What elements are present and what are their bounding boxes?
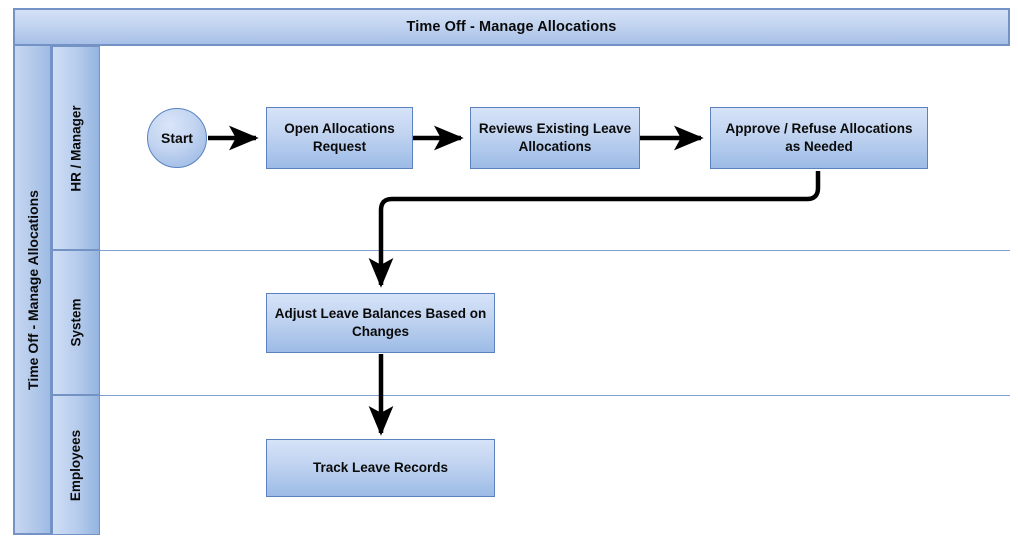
node-approve-refuse-allocations[interactable]: Approve / Refuse Allocations as Needed [710,107,928,169]
node-reviews-existing-leave-allocations[interactable]: Reviews Existing Leave Allocations [470,107,640,169]
pool-vertical-label: Time Off - Manage Allocations [13,46,52,535]
pool-title-text: Time Off - Manage Allocations [406,19,617,35]
lane-body-system [100,250,1010,395]
pool-title-bar: Time Off - Manage Allocations [13,8,1010,46]
lane-label-system: System [68,298,84,347]
node-open-allocations-request[interactable]: Open Allocations Request [266,107,413,169]
lane-header-hr-manager[interactable]: HR / Manager [52,46,100,250]
lane-header-system[interactable]: System [52,250,100,395]
node-start[interactable]: Start [147,108,207,168]
node-track-leave-records[interactable]: Track Leave Records [266,439,495,497]
lane-label-hr-manager: HR / Manager [68,104,84,192]
lane-body-employees [100,395,1010,535]
lane-header-employees[interactable]: Employees [52,395,100,535]
node-adjust-leave-balances[interactable]: Adjust Leave Balances Based on Changes [266,293,495,353]
lane-label-employees: Employees [68,429,84,501]
pool-vertical-label-text: Time Off - Manage Allocations [24,189,41,390]
